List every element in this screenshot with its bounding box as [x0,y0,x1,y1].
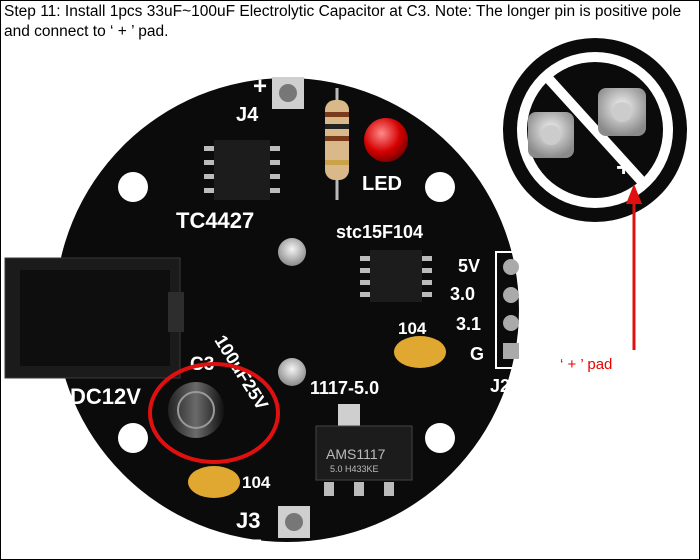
j2-3v0-label: 3.0 [450,284,475,304]
mounting-hole [118,172,148,202]
mounting-hole [118,423,148,453]
ceramic-capacitor [394,336,446,368]
j3-pad [278,506,310,538]
stc-label: stc15F104 [336,222,423,242]
ceramic-capacitor [188,466,240,498]
j2-header [495,251,527,369]
j4-label: J4 [236,104,259,126]
plus-pad-arrow [626,184,642,350]
j4-plus-label: + [253,73,267,100]
zoom-inset [503,38,687,222]
post-screw [278,358,306,386]
cap-104-bottom-label: 104 [242,473,271,492]
regulator-label: 1117-5.0 [310,378,379,398]
dc-jack [4,257,184,379]
plus-pad-callout-label: ‘ + ’ pad [560,356,613,373]
j4-pad [272,77,304,109]
cap-104-top-label: 104 [398,319,427,338]
c3-highlight-circle [148,362,280,464]
mounting-hole [425,172,455,202]
post-screw [278,238,306,266]
j2-3v1-label: 3.1 [456,314,481,334]
led-label: LED [362,173,402,195]
j2-label: J2 [490,376,510,396]
ams1117-chip-text: AMS1117 [326,446,386,462]
j3-minus-label: − [249,528,262,553]
ams1117-regulator [315,404,413,496]
tc4427-chip [204,140,280,200]
tc4427-label: TC4427 [176,208,254,233]
j2-5v-label: 5V [458,256,480,276]
ams1117-chip-subtext: 5.0 H433KE [330,464,379,474]
resistor [325,88,349,200]
instruction-caption: Step 11: Install 1pcs 33uF~100uF Electro… [4,3,682,40]
dc-label: DC12V [70,384,141,409]
j3-label: J3 [236,508,260,533]
j2-g-label: G [470,344,484,364]
stc15f104-chip [360,250,432,302]
zoom-plus-label: + [616,152,631,182]
electrolytic-capacitor-c3 [168,382,224,438]
mounting-hole [425,423,455,453]
led [364,118,408,162]
